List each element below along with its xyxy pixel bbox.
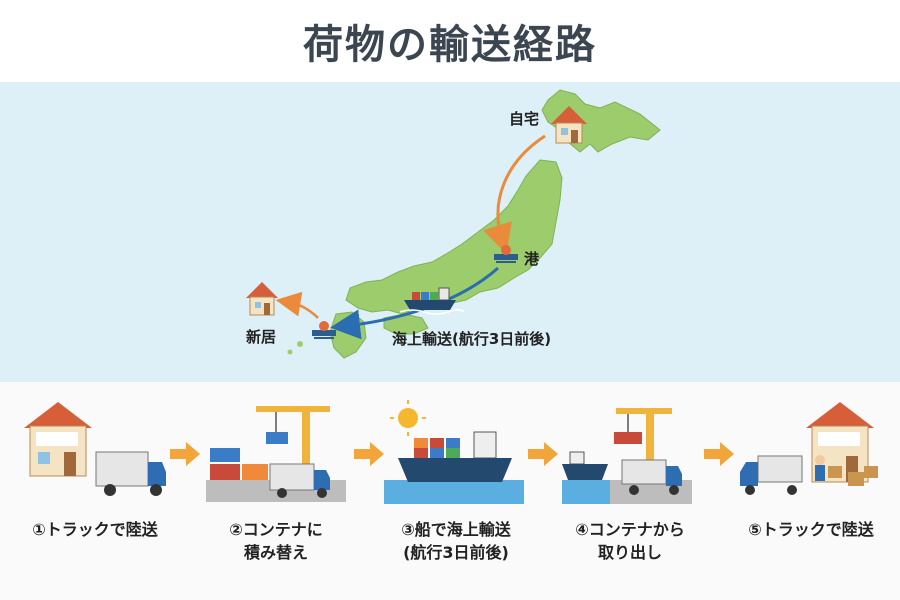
origin-house-icon (551, 106, 587, 144)
crane-icon (614, 408, 672, 480)
port-east-icon (494, 245, 518, 263)
ship-icon (562, 451, 608, 480)
step-arrow-icon (354, 442, 384, 466)
truck-icon (621, 459, 682, 495)
route-map: 自宅 港 海上輸送(航行3日前後) 新居 (0, 82, 900, 382)
step3-illustration (384, 400, 524, 504)
step5-label: ⑤トラックで陸送 (748, 520, 874, 539)
port-label: 港 (524, 250, 540, 268)
truck-icon (269, 463, 330, 498)
sea-route-label: 海上輸送(航行3日前後) (392, 330, 552, 348)
step4-illustration (562, 408, 692, 504)
step2-illustration (206, 406, 346, 502)
destination-house-icon (246, 282, 278, 316)
step-arrow-icon (704, 442, 734, 466)
step4-label: ④コンテナから 取り出し (575, 520, 685, 563)
step3-label: ③船で海上輸送 (航行3日前後) (401, 520, 511, 563)
house-icon (24, 402, 92, 477)
okinawa-island (297, 341, 303, 347)
japan-map (246, 89, 661, 359)
sun-icon (390, 400, 426, 436)
step2-label: ②コンテナに 積み替え (229, 520, 323, 563)
truck-icon (95, 451, 166, 496)
container-icon (210, 448, 268, 480)
origin-label: 自宅 (509, 110, 540, 128)
honshu-landmass (345, 159, 563, 315)
page-title: 荷物の輸送経路 (303, 22, 597, 68)
port-west-icon (312, 321, 336, 339)
step-arrow-icon (170, 442, 200, 466)
land-route-arrow (483, 134, 546, 255)
step-arrow-icon (528, 442, 558, 466)
process-steps: ①トラックで陸送 ②コンテナに 積み替え (0, 382, 900, 600)
ship-icon (398, 431, 512, 482)
ship-icon (399, 287, 465, 315)
truck-icon (740, 455, 803, 495)
step5-illustration (740, 402, 878, 495)
worker-icon (815, 455, 878, 486)
step1-label: ①トラックで陸送 (32, 520, 158, 539)
destination-label: 新居 (246, 328, 277, 346)
crane-icon (256, 406, 330, 482)
okinawa-island (287, 349, 293, 355)
step1-illustration (24, 402, 166, 496)
last-mile-arrow (275, 291, 319, 319)
